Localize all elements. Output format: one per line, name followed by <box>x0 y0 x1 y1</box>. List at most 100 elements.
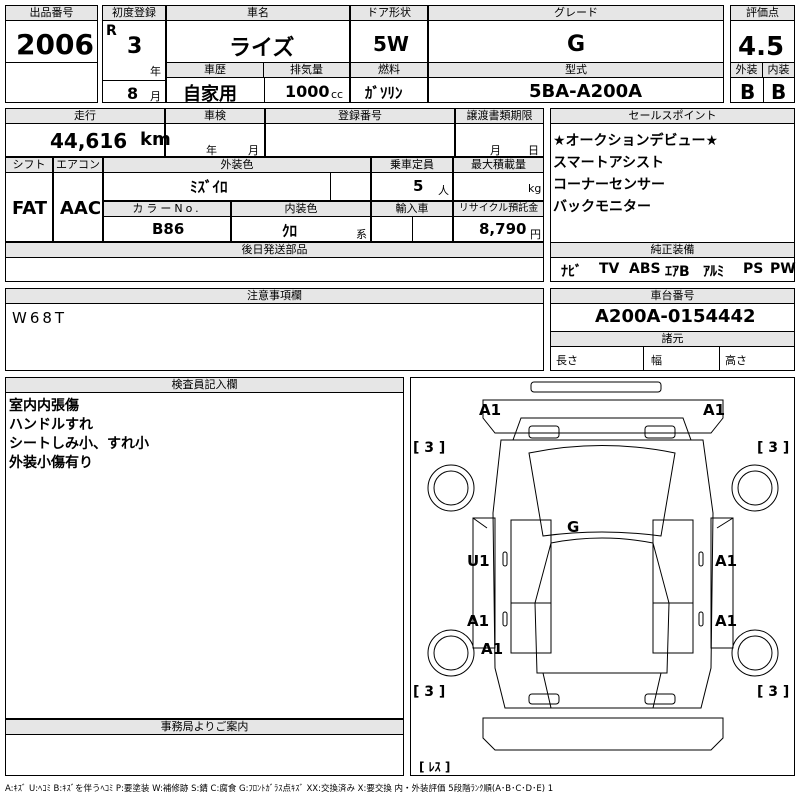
damage-mark: G <box>567 518 580 536</box>
door-cell: ドア形状 5W 燃料 ｶﾞｿﾘﾝ <box>350 5 428 103</box>
equip-item: ｴｱB <box>665 264 690 280</box>
color-label: 外装色 <box>104 158 370 173</box>
inspector-line: 外装小傷有り <box>9 455 93 471</box>
insp-year: 年 <box>206 144 217 157</box>
year-unit: 年 <box>150 65 161 78</box>
damage-mark: A1 <box>479 401 502 419</box>
inspection-label: 車検 <box>166 109 264 124</box>
history-label: 車歴 <box>167 63 264 78</box>
lot-number: 2006 <box>16 28 94 61</box>
damage-mark: A1 <box>715 612 738 630</box>
tire-mark: [ 3 ] <box>413 440 446 456</box>
yen-unit: 円 <box>530 228 541 241</box>
tire-mark: [ 3 ] <box>757 684 790 700</box>
damage-mark: A1 <box>703 401 726 419</box>
chassis-label: 車台番号 <box>551 289 794 304</box>
recycle-label: リサイクル預託金 <box>454 202 543 217</box>
transfer-month: 月 <box>490 144 501 157</box>
displacement: 1000 <box>285 82 330 101</box>
grade-label: グレード <box>429 6 723 21</box>
int-color-cell: 内装色 ｸﾛ 系 <box>231 201 371 242</box>
office-label: 事務局よりご案内 <box>6 720 403 735</box>
reg-month: 8 <box>127 84 139 103</box>
ext-grade: B <box>740 80 756 104</box>
car-name-cell: 車名 ライズ 車歴 排気量 自家用 1000 cc <box>166 5 350 105</box>
door-type: 5W <box>373 32 409 56</box>
first-reg-cell: 初度登録 R 3 年 8 月 <box>102 5 166 103</box>
dims-length: 長さ <box>556 354 578 367</box>
lot-cell: 出品番号 2006 <box>5 5 98 103</box>
history: 自家用 <box>183 84 237 105</box>
mileage-cell: 走行 44,616 km <box>5 108 171 157</box>
fuel-label: 燃料 <box>351 63 427 78</box>
ac: AAC <box>60 198 102 219</box>
ac-cell: エアコン AAC <box>53 157 103 242</box>
mileage: 44,616 <box>50 129 128 153</box>
inspector-line: ハンドルすれ <box>9 417 93 433</box>
ext-label: 外装 <box>731 63 763 78</box>
month-unit: 月 <box>150 90 161 103</box>
first-reg-label: 初度登録 <box>103 6 165 21</box>
damage-mark: A1 <box>481 640 504 658</box>
shift: FAT <box>12 198 48 219</box>
color-no-label: カラーNo. <box>104 202 230 217</box>
spare-tire-mark: [ ﾚｽ ] <box>419 760 451 774</box>
recycle-cell: リサイクル預託金 8,790 円 <box>453 201 544 242</box>
ac-label: エアコン <box>54 158 102 173</box>
inspector-cell: 検査員記入欄 室内内張傷 ハンドルすれ シートしみ小、すれ小 外装小傷有り <box>5 377 404 719</box>
equip-item: TV <box>599 261 620 277</box>
equip-item: ｱﾙﾐ <box>703 264 724 280</box>
color-no: B86 <box>152 220 185 238</box>
lot-label: 出品番号 <box>6 6 97 21</box>
tire-mark: [ 3 ] <box>757 440 790 456</box>
recycle: 8,790 <box>479 220 527 238</box>
dims-label: 諸元 <box>551 332 794 347</box>
transfer-cell: 譲渡書類期限 月 日 <box>455 108 544 157</box>
insp-month: 月 <box>248 144 259 157</box>
int-grade: B <box>771 80 787 104</box>
mileage-label: 走行 <box>6 109 164 124</box>
person-unit: 人 <box>438 184 449 197</box>
score-cell: 評価点 4.5 外装 内装 B B <box>730 5 795 104</box>
model: 5BA-A200A <box>529 81 643 102</box>
notes-label: 注意事項欄 <box>6 289 543 304</box>
car-name: ライズ <box>229 36 295 61</box>
sales-item: ★オークションデビュー★ <box>553 133 719 149</box>
equip-item: PW <box>770 261 796 277</box>
notes-text: W68T <box>12 309 68 327</box>
color-cell: 外装色 ﾐｽﾞｲﾛ <box>103 157 371 201</box>
int-color-label: 内装色 <box>232 202 370 217</box>
capacity-cell: 乗車定員 5 人 <box>371 157 453 201</box>
door-label: ドア形状 <box>351 6 427 21</box>
sales-item: バックモニター <box>553 199 651 215</box>
fuel: ｶﾞｿﾘﾝ <box>365 84 403 102</box>
later-parts-label: 後日発送部品 <box>6 243 543 258</box>
transfer-day: 日 <box>528 144 539 157</box>
sales-item: コーナーセンサー <box>553 177 665 193</box>
color-no-cell: カラーNo. B86 <box>103 201 231 242</box>
displacement-label: 排気量 <box>264 63 349 78</box>
int-color: ｸﾛ <box>282 222 298 240</box>
km-unit: km <box>140 129 171 150</box>
sales-point-cell: セールスポイント ★オークションデビュー★ スマートアシスト コーナーセンサー … <box>550 108 796 282</box>
car-name-label: 車名 <box>167 6 349 21</box>
inspection-cell: 車検 年 月 <box>165 108 265 157</box>
int-color-unit: 系 <box>356 228 367 241</box>
load-cell: 最大積載量 kg <box>453 157 544 201</box>
damage-mark: U1 <box>467 552 490 570</box>
shift-cell: シフト FAT <box>5 157 53 242</box>
dims-width: 幅 <box>651 354 662 367</box>
cc-unit: cc <box>331 88 344 101</box>
notes-cell: 注意事項欄 W68T <box>5 288 544 371</box>
plate-label: 登録番号 <box>266 109 454 124</box>
sales-item: スマートアシスト <box>553 155 665 171</box>
car-outline-icon <box>427 381 779 751</box>
capacity-label: 乗車定員 <box>372 158 452 173</box>
kg-unit: kg <box>528 182 542 195</box>
equip-label: 純正装備 <box>551 243 794 258</box>
sales-point-label: セールスポイント <box>551 109 794 124</box>
plate-cell: 登録番号 <box>265 108 455 157</box>
load-label: 最大積載量 <box>454 158 543 173</box>
era: R <box>106 23 117 39</box>
grade-cell: グレード G 型式 5BA-A200A <box>428 5 724 103</box>
